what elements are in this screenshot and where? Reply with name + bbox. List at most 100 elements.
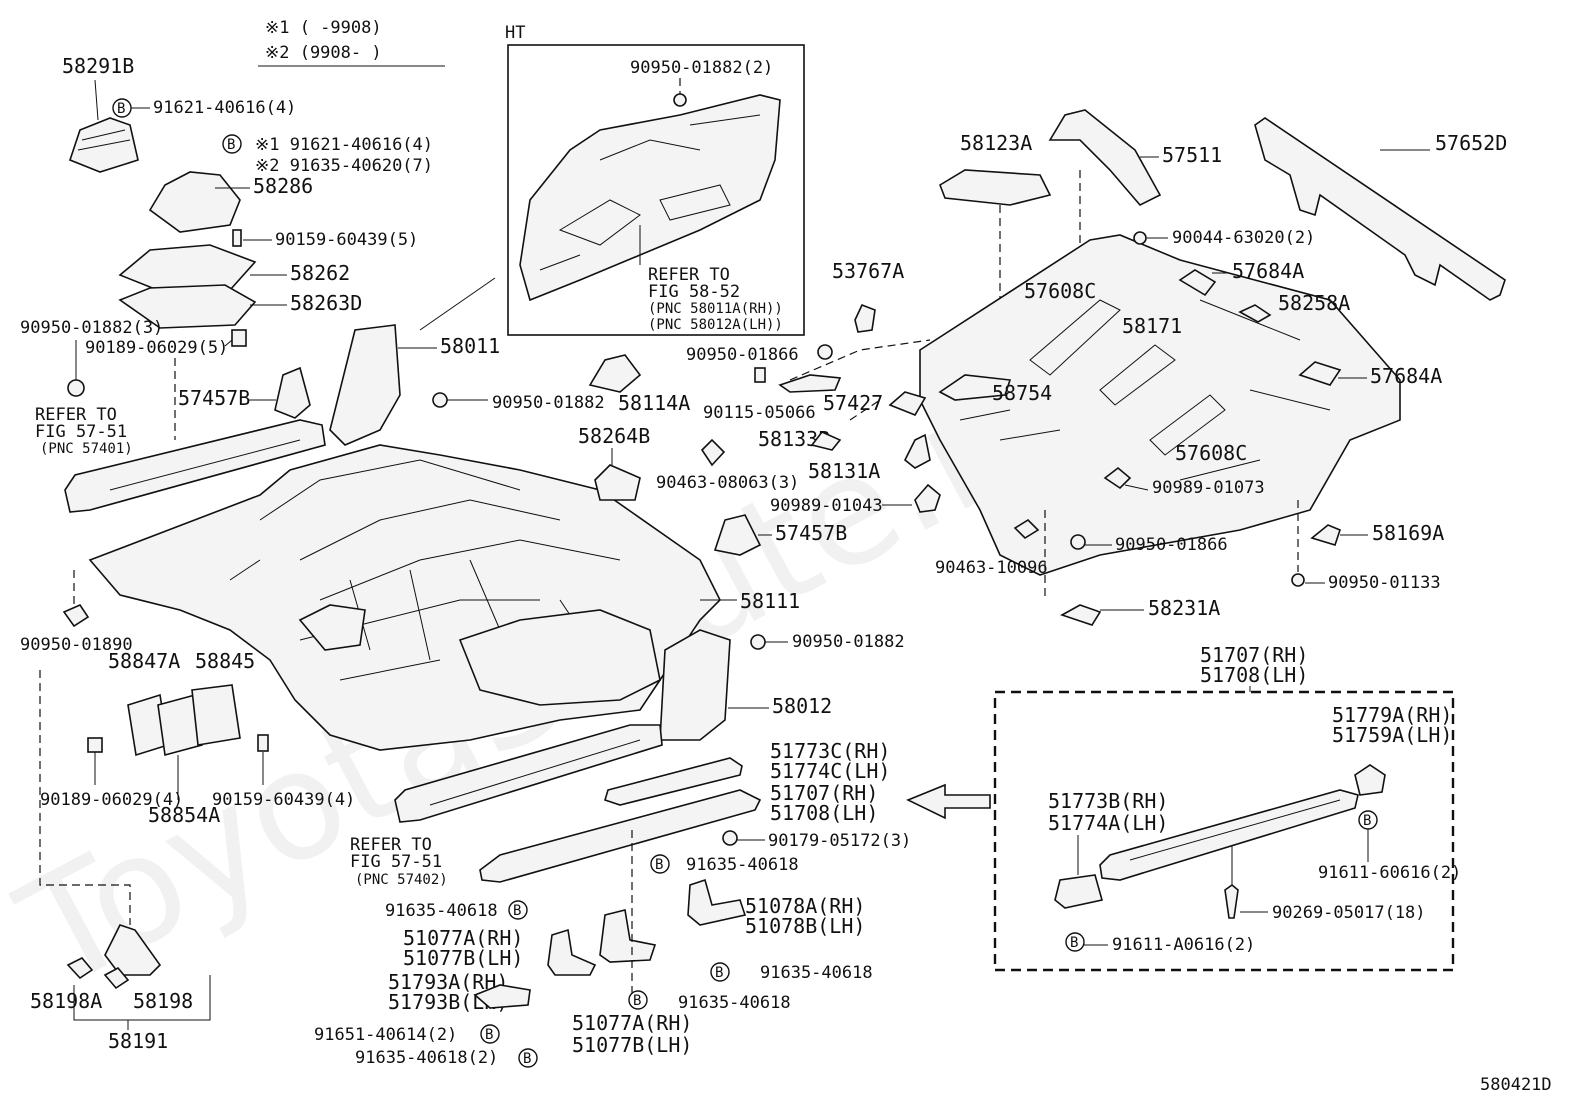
clip-90269 bbox=[1224, 883, 1239, 919]
ht-refer-c: (PNC 58011A(RH)) bbox=[648, 301, 783, 317]
label-91611-60616-2: 91611-60616(2) bbox=[1318, 863, 1461, 883]
label-51773C-RH: 51773C(RH) bbox=[770, 739, 890, 763]
label-91651-40614-2: 91651-40614(2) bbox=[314, 1025, 457, 1045]
label-91635-40618-d: 91635-40618 bbox=[678, 993, 791, 1013]
label-91621-40616-4: 91621-40616(4) bbox=[153, 98, 296, 118]
label-57457B-2: 57457B bbox=[775, 521, 847, 545]
label-58262: 58262 bbox=[290, 261, 350, 285]
label-90044-63020-2: 90044-63020(2) bbox=[1172, 228, 1315, 248]
scuff-plate-group: 51773C(RH) 51774C(LH) 51707(RH) 51708(LH… bbox=[314, 739, 911, 1068]
label-57684A-a: 57684A bbox=[1232, 259, 1304, 283]
bracket-57427-part bbox=[888, 391, 927, 416]
ht-panel-shape bbox=[519, 94, 781, 302]
rear-floor-detail bbox=[959, 299, 1331, 481]
label-57608C-a: 57608C bbox=[1024, 279, 1096, 303]
ht-inset-frame bbox=[507, 44, 805, 336]
pad-53767A bbox=[854, 303, 876, 333]
seal-58263D bbox=[118, 284, 257, 329]
label-51774A-LH: 51774A(LH) bbox=[1048, 811, 1168, 835]
ht-panel-detail bbox=[539, 114, 761, 271]
label-51708-LH-a: 51708(LH) bbox=[770, 801, 878, 825]
label-90950-01866-a: 90950-01866 bbox=[686, 345, 799, 365]
arrow-left-icon bbox=[906, 783, 991, 820]
clip-icon bbox=[67, 379, 85, 397]
label-58012: 58012 bbox=[772, 694, 832, 718]
label-57427: 57427 bbox=[823, 391, 883, 415]
ht-inset: HT 90950-01882(2) REFER TO FIG 58-52 (PN… bbox=[419, 23, 805, 336]
label-58754: 58754 bbox=[992, 381, 1052, 405]
label-90463-08063-3: 90463-08063(3) bbox=[656, 473, 799, 493]
label-58198: 58198 bbox=[133, 989, 193, 1013]
clip-group-58191: 58198A 58198 58191 bbox=[30, 924, 211, 1053]
plug-58258A bbox=[1238, 304, 1272, 323]
bracket-57684A-b bbox=[1298, 361, 1342, 386]
label-90159-60439-5: 90159-60439(5) bbox=[275, 230, 418, 250]
plate-58754 bbox=[938, 374, 1012, 401]
clip-90989-01073 bbox=[1103, 466, 1132, 490]
bolt-icon bbox=[480, 1024, 500, 1044]
scuff-51707 bbox=[479, 789, 762, 883]
bolt-icon bbox=[710, 962, 730, 982]
clip-90463 bbox=[700, 438, 726, 467]
bracket-58114A bbox=[588, 354, 642, 393]
label-53767A: 53767A bbox=[832, 259, 904, 283]
label-58191: 58191 bbox=[108, 1029, 168, 1053]
label-58291B: 58291B bbox=[62, 54, 134, 78]
refer3-c: (PNC 57402) bbox=[355, 872, 448, 888]
leader bbox=[419, 277, 496, 331]
diagram-id: 580421D bbox=[1480, 1075, 1552, 1095]
clip-90989-01043 bbox=[914, 483, 941, 513]
sill-51707 bbox=[1099, 789, 1359, 881]
bolt-mark: B bbox=[1070, 935, 1078, 951]
bracket-57684A-a bbox=[1178, 269, 1217, 297]
pillar-58011 bbox=[329, 324, 401, 446]
label-51077A-RH-a: 51077A(RH) bbox=[403, 926, 523, 950]
label-51077B-LH-a: 51077B(LH) bbox=[403, 946, 523, 970]
label-90269-05017-18: 90269-05017(18) bbox=[1272, 903, 1426, 923]
leader bbox=[429, 739, 641, 806]
pillar-58012 bbox=[659, 629, 731, 741]
label-51078B-LH: 51078B(LH) bbox=[745, 914, 865, 938]
bolt-mark: B bbox=[227, 137, 235, 153]
label-91611-A0616-2: 91611-A0616(2) bbox=[1112, 935, 1255, 955]
bolt-icon bbox=[508, 900, 528, 920]
refer1-b: FIG 57-51 bbox=[35, 422, 127, 442]
screw-icon bbox=[754, 367, 766, 383]
bracket-58133B bbox=[810, 431, 842, 451]
refer3-b: FIG 57-51 bbox=[350, 852, 442, 872]
label-51077B-LH-b: 51077B(LH) bbox=[572, 1033, 692, 1057]
ht-refer-a: REFER TO bbox=[648, 265, 730, 285]
rocker-rail-right bbox=[394, 724, 663, 823]
clip-icon bbox=[722, 830, 738, 846]
rocker-rail-left bbox=[64, 419, 326, 513]
screw-icon bbox=[257, 734, 269, 752]
plate-58845 bbox=[191, 684, 241, 746]
bolt-mark: B bbox=[513, 903, 521, 919]
cap-51779A bbox=[1354, 764, 1386, 796]
label-58286: 58286 bbox=[253, 174, 313, 198]
bracket-51077A-a bbox=[547, 928, 597, 976]
label-58231A: 58231A bbox=[1148, 596, 1220, 620]
label-91635-40620-7: ※2 91635-40620(7) bbox=[255, 156, 433, 176]
label-91635-40618-c: 91635-40618 bbox=[385, 901, 498, 921]
label-90950-01133: 90950-01133 bbox=[1328, 573, 1441, 593]
refer3-a: REFER TO bbox=[350, 835, 432, 855]
label-57511: 57511 bbox=[1162, 143, 1222, 167]
ht-refer-b: FIG 58-52 bbox=[648, 282, 740, 302]
refer1-c: (PNC 57401) bbox=[40, 441, 133, 457]
label-57608C-b: 57608C bbox=[1175, 441, 1247, 465]
label-51078A-RH: 51078A(RH) bbox=[745, 894, 865, 918]
leader bbox=[94, 79, 99, 121]
bracket-58131A bbox=[903, 433, 931, 469]
leader bbox=[1124, 484, 1149, 491]
label-90189-06029-4: 90189-06029(4) bbox=[40, 790, 183, 810]
plate-51773C bbox=[604, 757, 743, 806]
label-51759A-LH: 51759A(LH) bbox=[1332, 723, 1452, 747]
leader bbox=[77, 129, 131, 151]
crossmember-57652D bbox=[1254, 117, 1506, 301]
bolt-mark: B bbox=[655, 857, 663, 873]
leader bbox=[109, 439, 301, 491]
bolt-mark: B bbox=[485, 1027, 493, 1043]
clip-icon bbox=[817, 344, 833, 360]
